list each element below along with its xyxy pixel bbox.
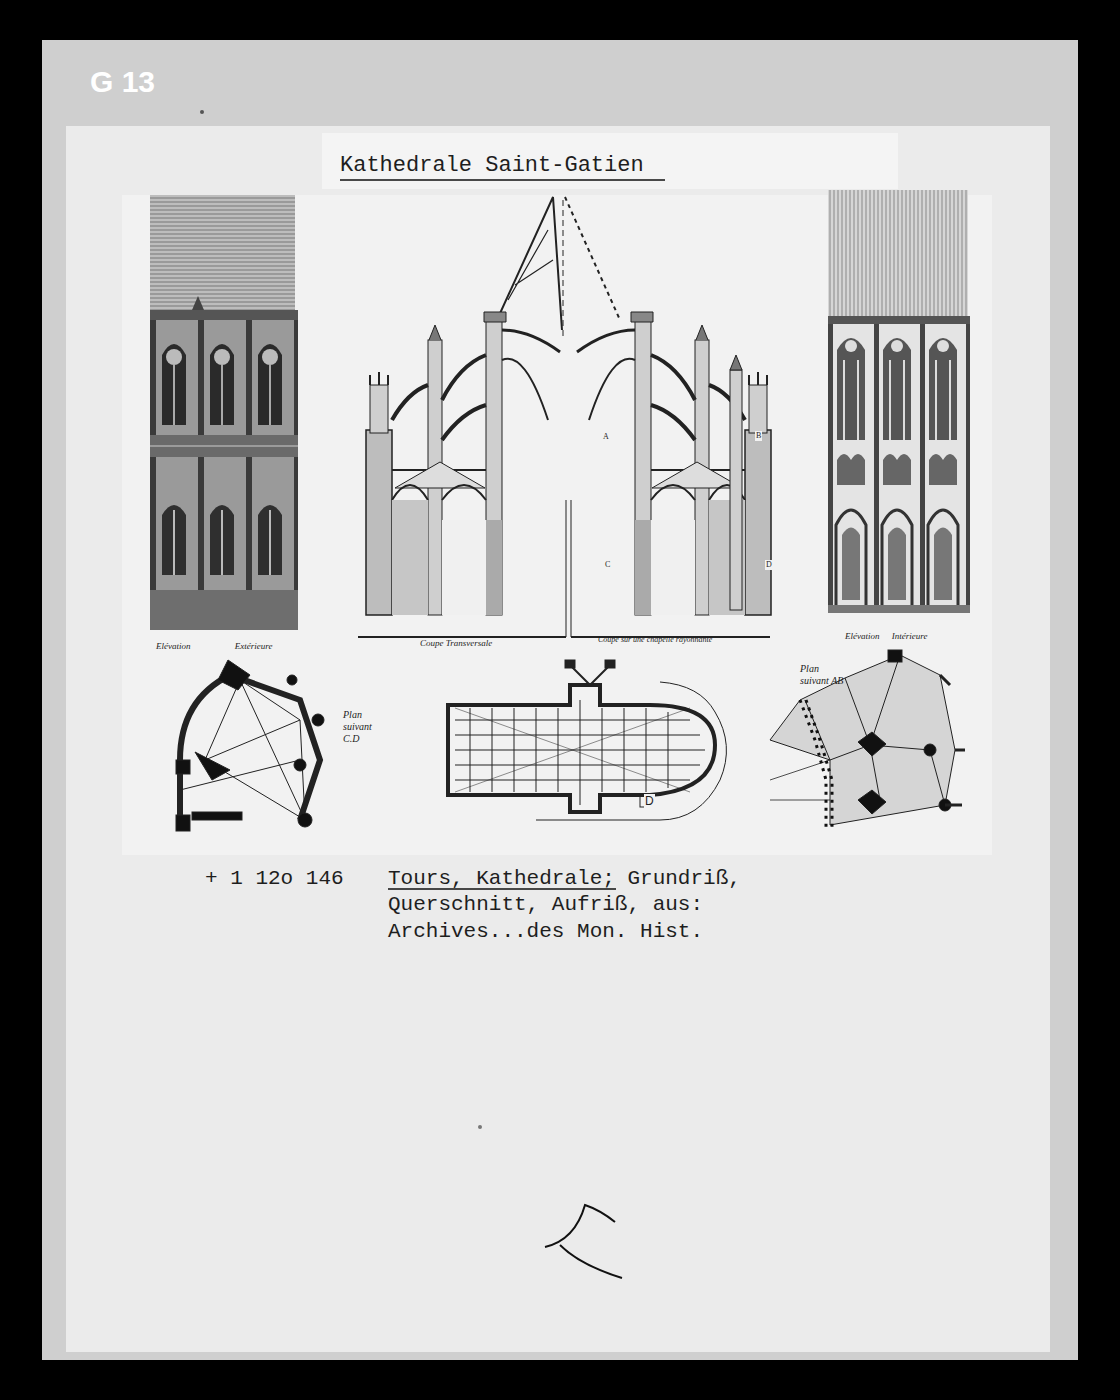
- section-letter: C: [604, 560, 611, 570]
- plan-ab: [770, 650, 965, 828]
- plan-letter: D: [644, 794, 655, 808]
- drawing-label: Elévation Intérieure: [845, 631, 927, 642]
- plan-label: Plan suivant AB: [800, 663, 846, 687]
- card-number: G 13: [90, 64, 155, 100]
- section-letter: B: [755, 431, 762, 441]
- ground-plan: [448, 660, 726, 820]
- drawing-label: Coupe Transversale: [420, 638, 492, 649]
- section-letter: D: [765, 560, 773, 570]
- section-letter: A: [602, 432, 610, 442]
- plan-cd: [176, 660, 324, 831]
- card-caption: Tours, Kathedrale; Grundriß, Querschnitt…: [388, 866, 808, 945]
- plan-label: Plan suivant C.D: [343, 709, 389, 745]
- drawing-label: Elévation Extérieure: [156, 641, 272, 652]
- cross-section: [358, 197, 770, 637]
- drawing-label: Coupe sur une chapelle rayonnante: [598, 635, 712, 645]
- card-title: Kathedrale Saint-Gatien: [340, 153, 644, 179]
- inventory-number: + 1 12o 146: [205, 866, 344, 891]
- section-half: [366, 312, 560, 615]
